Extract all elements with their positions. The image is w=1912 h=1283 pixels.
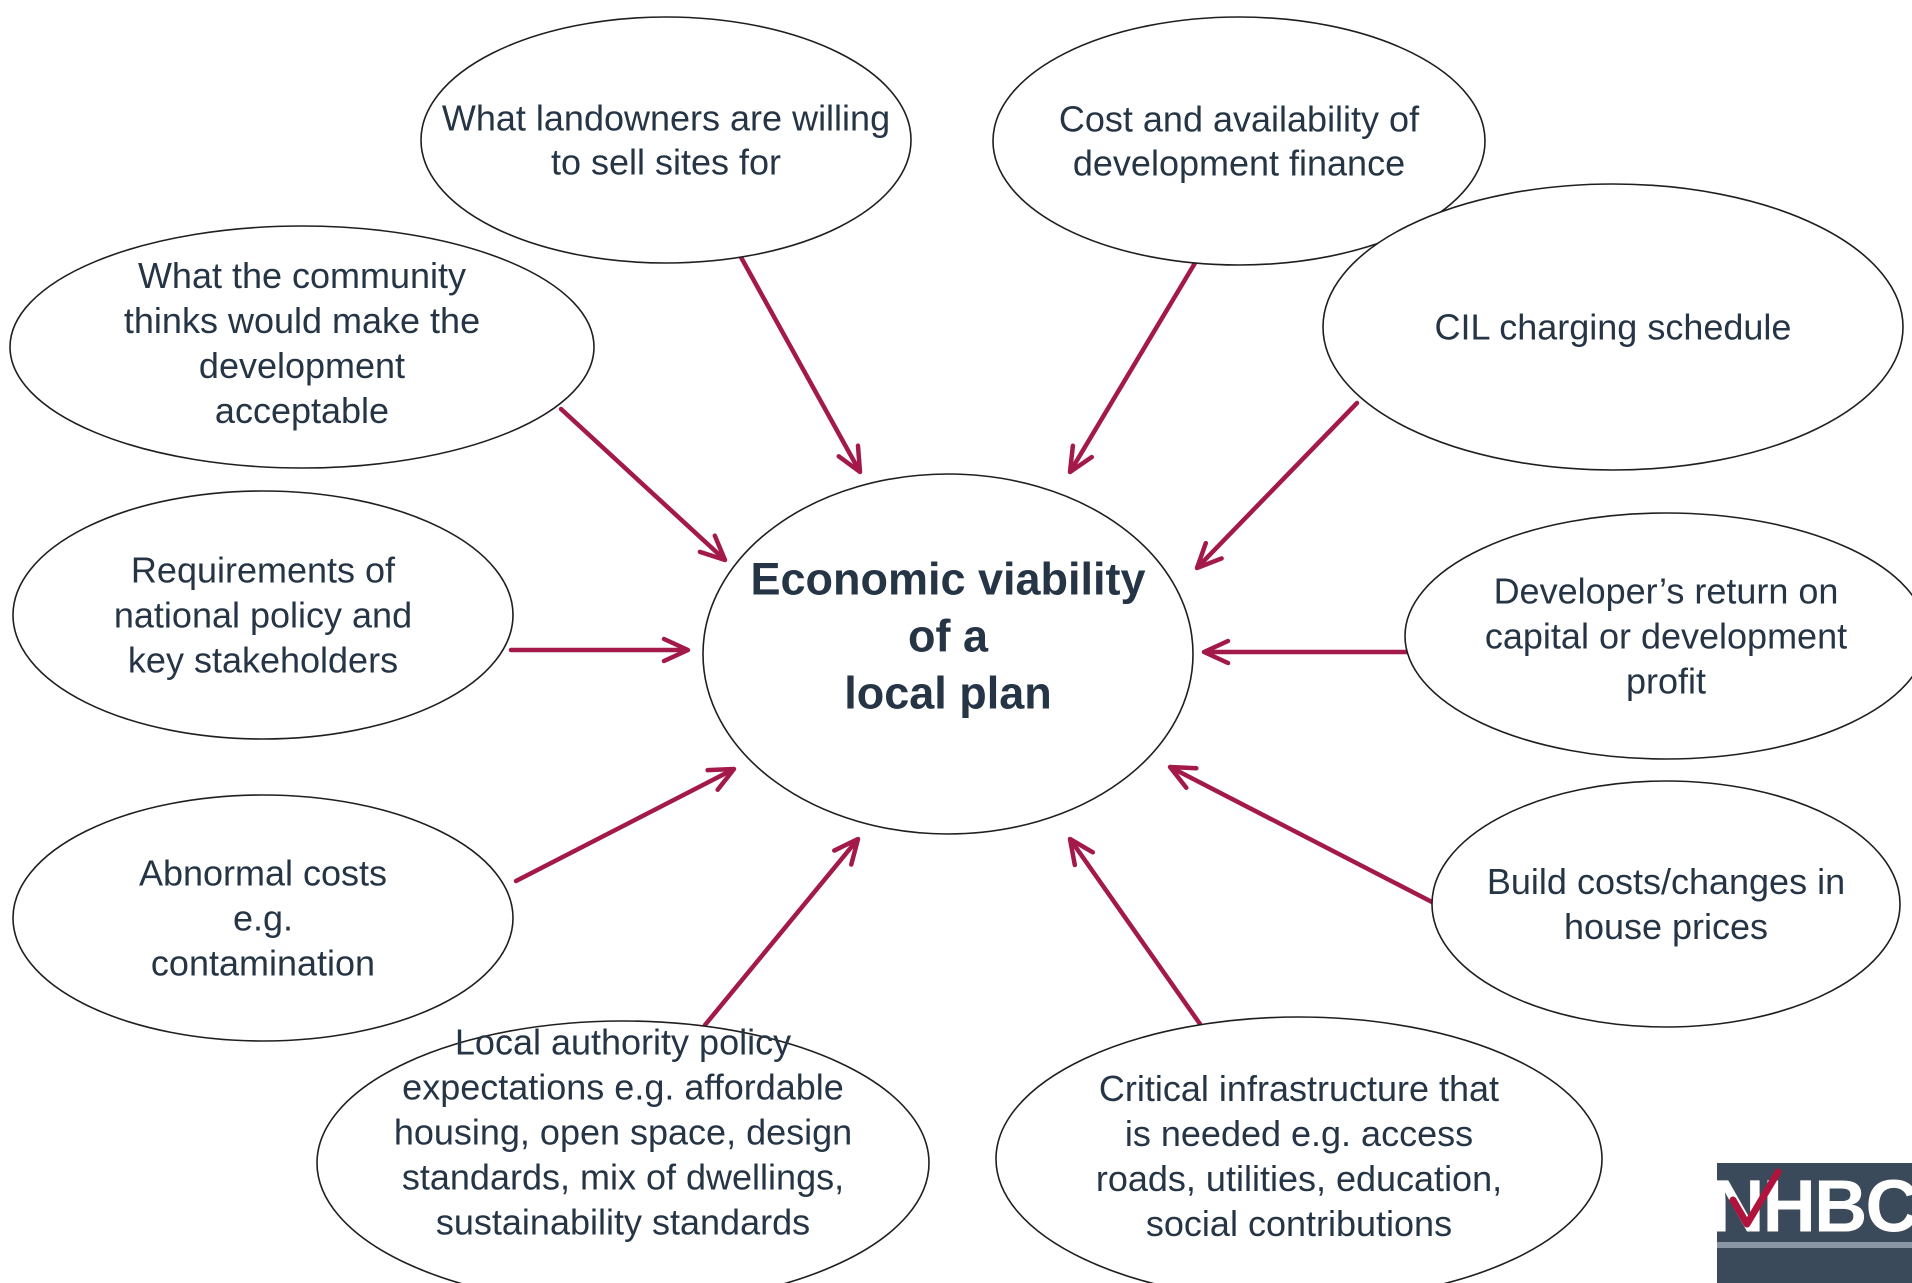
node-landowners-line-2: to sell sites for — [551, 142, 781, 183]
center-ellipse — [702, 473, 1194, 835]
arrow-3 — [558, 406, 728, 563]
node-local-authority-line-2: expectations e.g. affordable — [402, 1067, 844, 1108]
arrow-10 — [1167, 764, 1435, 905]
node-infrastructure-line-2: is needed e.g. access — [1125, 1113, 1473, 1154]
arrow-head — [705, 766, 737, 793]
arrow-head — [832, 836, 861, 867]
logo-text: NHBC — [1711, 1165, 1912, 1248]
arrow-1 — [734, 247, 863, 475]
arrow-head — [1201, 638, 1231, 666]
node-local-authority-line-4: standards, mix of dwellings, — [402, 1157, 844, 1198]
node-local-authority-line-5: sustainability standards — [436, 1202, 810, 1243]
node-local-authority-line-1: Local authority policy — [455, 1022, 791, 1063]
node-abnormal-costs-line-3: contamination — [151, 943, 375, 984]
logo-tick-icon — [1729, 1168, 1782, 1228]
node-developer-return-line-2: capital or development — [1485, 616, 1847, 657]
node-build-costs-line-2: house prices — [1564, 906, 1768, 947]
arrow-head — [661, 636, 691, 664]
arrow-shaft — [558, 406, 726, 561]
arrow-head — [1067, 443, 1095, 475]
node-community-line-3: development — [199, 345, 405, 386]
arrow-head — [1167, 764, 1199, 791]
node-community-line-2: thinks would make the — [124, 300, 480, 341]
node-ellipse — [995, 1016, 1603, 1283]
node-ellipse — [1322, 183, 1904, 471]
node-abnormal-costs-line-2: e.g. — [233, 898, 293, 939]
arrow-shaft — [1170, 766, 1435, 905]
node-national-policy-line-1: Requirements of — [131, 550, 396, 591]
node-ellipse — [420, 16, 912, 264]
arrow-head — [1067, 836, 1096, 868]
node-national-policy-line-2: national policy and — [114, 595, 412, 636]
arrow-2 — [1067, 260, 1198, 475]
node-ellipse — [12, 490, 514, 740]
center-line-3: local plan — [844, 668, 1052, 719]
arrow-5 — [508, 636, 691, 664]
node-cil-line-1: CIL charging schedule — [1435, 307, 1792, 348]
node-build-costs-line-1: Build costs/changes in — [1487, 861, 1845, 902]
node-finance-line-1: Cost and availability of — [1059, 99, 1420, 140]
node-infrastructure-line-4: social contributions — [1146, 1203, 1452, 1244]
node-ellipse — [316, 1020, 930, 1283]
node-abnormal-costs-line-1: Abnormal costs — [139, 853, 387, 894]
arrow-6 — [1201, 638, 1416, 666]
logo-stripe — [1717, 1242, 1912, 1248]
arrow-shaft — [702, 839, 859, 1028]
node-ellipse — [12, 794, 514, 1042]
arrow-head — [836, 443, 863, 475]
node-cil: CIL charging schedule — [1322, 183, 1904, 471]
arrow-shaft — [1069, 260, 1198, 472]
node-community-line-4: acceptable — [215, 390, 389, 431]
arrow-head — [1194, 540, 1224, 571]
center-line-2: of a — [908, 611, 989, 662]
node-infrastructure-line-3: roads, utilities, education, — [1096, 1158, 1502, 1199]
node-developer-return-line-3: profit — [1626, 661, 1706, 702]
node-ellipse — [1431, 780, 1901, 1028]
node-infrastructure-line-1: Critical infrastructure that — [1099, 1068, 1499, 1109]
arrow-shaft — [1069, 839, 1203, 1027]
arrow-shaft — [734, 247, 861, 472]
nhbc-logo: NHBC — [1711, 1163, 1912, 1283]
node-local-authority-line-3: housing, open space, design — [394, 1112, 852, 1153]
node-ellipse — [992, 16, 1486, 266]
center-node: Economic viability of a local plan — [702, 473, 1194, 835]
arrows-group — [508, 247, 1435, 1028]
node-community-line-1: What the community — [138, 255, 466, 296]
center-line-1: Economic viability — [750, 554, 1145, 605]
arrow-4 — [1194, 400, 1360, 571]
arrow-shaft — [1196, 400, 1360, 569]
node-developer-return-line-1: Developer’s return on — [1494, 571, 1839, 612]
node-ellipse — [1404, 512, 1912, 760]
arrow-shaft — [513, 768, 734, 884]
node-landowners-line-1: What landowners are willing — [442, 98, 890, 139]
node-ellipse — [9, 225, 595, 469]
arrow-8 — [702, 836, 861, 1028]
arrow-head — [697, 533, 728, 563]
arrow-7 — [513, 766, 737, 884]
node-finance-line-2: development finance — [1073, 143, 1405, 184]
arrow-9 — [1067, 836, 1203, 1027]
node-national-policy-line-3: key stakeholders — [128, 640, 398, 681]
